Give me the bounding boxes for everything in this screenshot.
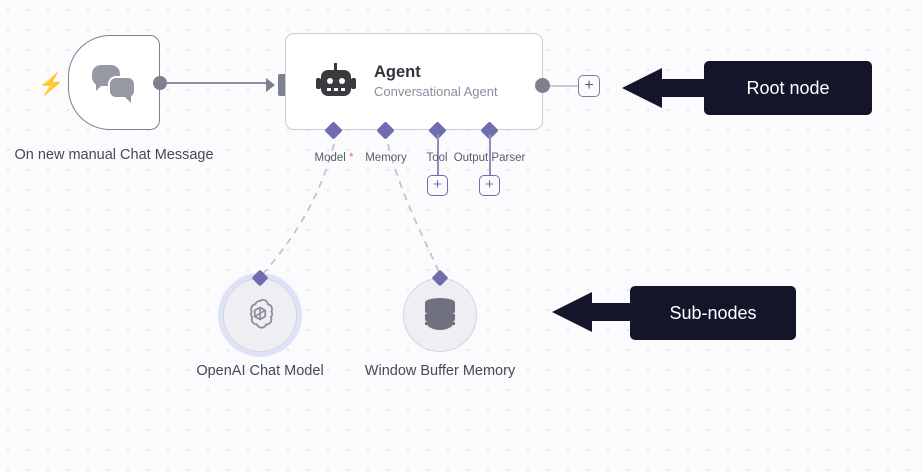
callout-root-node: Root node — [704, 61, 872, 115]
node-openai-chat-model[interactable] — [223, 278, 297, 352]
trigger-output-port[interactable] — [153, 76, 167, 90]
openai-logo-icon — [250, 299, 274, 329]
add-output-parser-button[interactable]: + — [479, 175, 500, 196]
left-arrow-icon-sub-nodes — [552, 292, 636, 332]
node-agent[interactable]: Agent Conversational Agent — [285, 33, 543, 130]
subnode-label-openai-chat-model: OpenAI Chat Model — [196, 363, 324, 379]
port-stem-output-parser — [489, 134, 491, 176]
port-stem-tool — [437, 134, 439, 176]
node-window-buffer-memory[interactable] — [403, 278, 477, 352]
port-label-memory: Memory — [365, 152, 407, 164]
chat-bubbles-icon — [92, 64, 136, 103]
callout-root-node-text: Root node — [746, 77, 830, 98]
agent-subtitle: Conversational Agent — [374, 84, 498, 99]
required-marker-model: * — [349, 152, 354, 164]
agent-text-block: Agent Conversational Agent — [374, 62, 498, 101]
callout-sub-nodes-text: Sub-nodes — [669, 302, 757, 323]
agent-input-arrow-icon — [266, 78, 275, 92]
port-label-output-parser: Output Parser — [453, 152, 526, 164]
agent-input-port[interactable] — [278, 74, 288, 96]
agent-title: Agent — [374, 63, 421, 81]
port-label-model: Model * — [314, 152, 354, 164]
callout-sub-nodes: Sub-nodes — [630, 286, 796, 340]
agent-output-port[interactable] — [535, 78, 550, 93]
port-label-tool: Tool — [426, 152, 448, 164]
trigger-node-label: On new manual Chat Message — [14, 147, 214, 163]
left-arrow-icon-root-node — [622, 68, 706, 108]
robot-icon — [316, 62, 356, 101]
subnode-label-window-buffer-memory: Window Buffer Memory — [364, 363, 516, 379]
lightning-bolt-icon: ⚡ — [38, 73, 65, 96]
node-on-new-manual-chat-message[interactable] — [68, 35, 160, 130]
add-node-button[interactable]: + — [578, 75, 600, 97]
database-icon — [425, 298, 455, 332]
add-tool-button[interactable]: + — [427, 175, 448, 196]
